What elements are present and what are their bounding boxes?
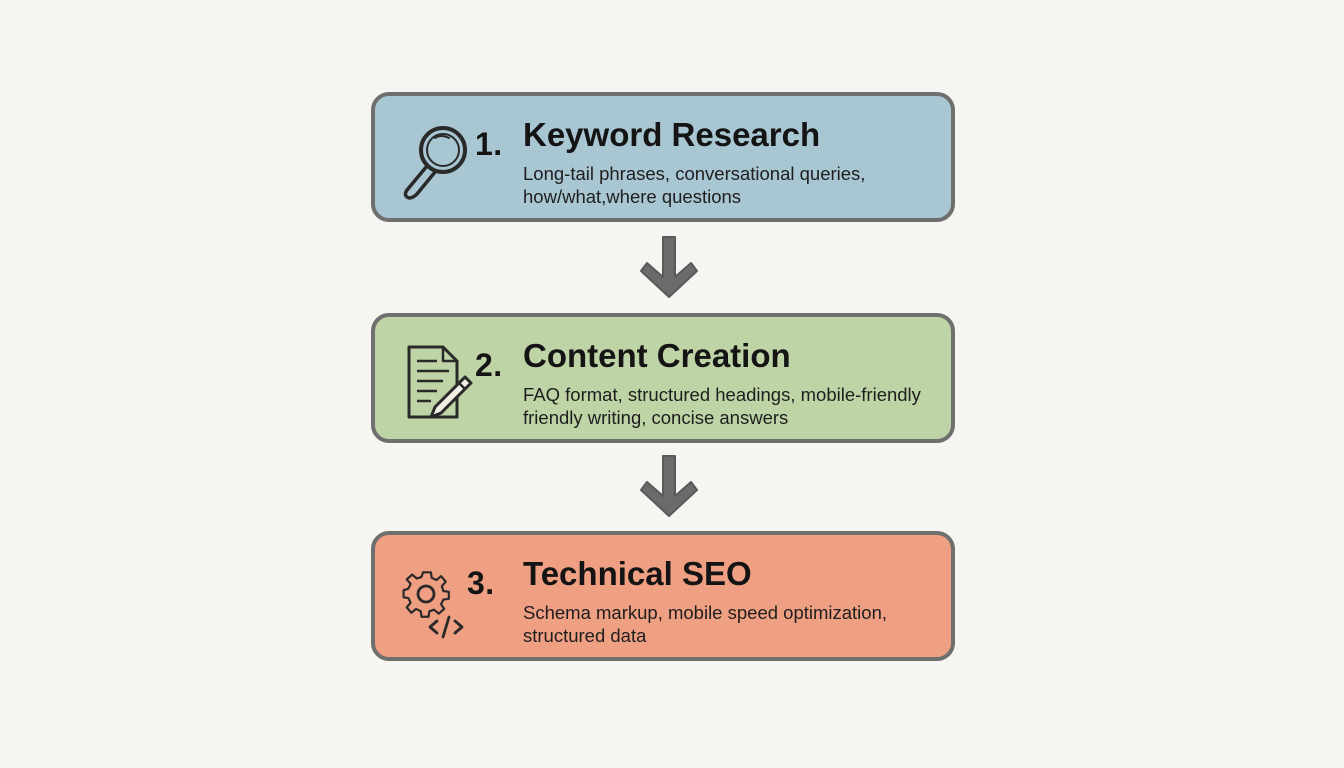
step-content-creation: 2. Content Creation FAQ format, structur… <box>371 313 955 443</box>
step-description-line: how/what,where questions <box>523 186 742 207</box>
step-title: Content Creation <box>523 337 791 374</box>
down-arrow-icon <box>637 233 701 303</box>
magnifying-glass-icon <box>397 118 477 202</box>
step-title: Keyword Research <box>523 116 821 153</box>
step-title: Technical SEO <box>523 555 752 592</box>
step-number: 3. <box>467 565 495 601</box>
step-description: Schema markup, mobile speed optimization… <box>523 601 953 647</box>
gear-code-icon <box>397 557 477 641</box>
step-description-line: Long-tail phrases, conversational querie… <box>523 163 866 184</box>
down-arrow-icon <box>637 452 701 522</box>
step-description-line: Schema markup, mobile speed optimization… <box>523 602 888 623</box>
step-description-line: friendly writing, concise answers <box>523 407 789 428</box>
step-number: 1. <box>475 126 503 162</box>
step-technical-seo: 3. Technical SEO Schema markup, mobile s… <box>371 531 955 661</box>
step-description: FAQ format, structured headings, mobile-… <box>523 383 953 429</box>
step-description-line: structured data <box>523 625 647 646</box>
step-keyword-research: 1. Keyword Research Long-tail phrases, c… <box>371 92 955 222</box>
step-description-line: FAQ format, structured headings, mobile-… <box>523 384 921 405</box>
document-pencil-icon <box>397 339 477 423</box>
step-number: 2. <box>475 347 503 383</box>
step-description: Long-tail phrases, conversational querie… <box>523 162 953 208</box>
